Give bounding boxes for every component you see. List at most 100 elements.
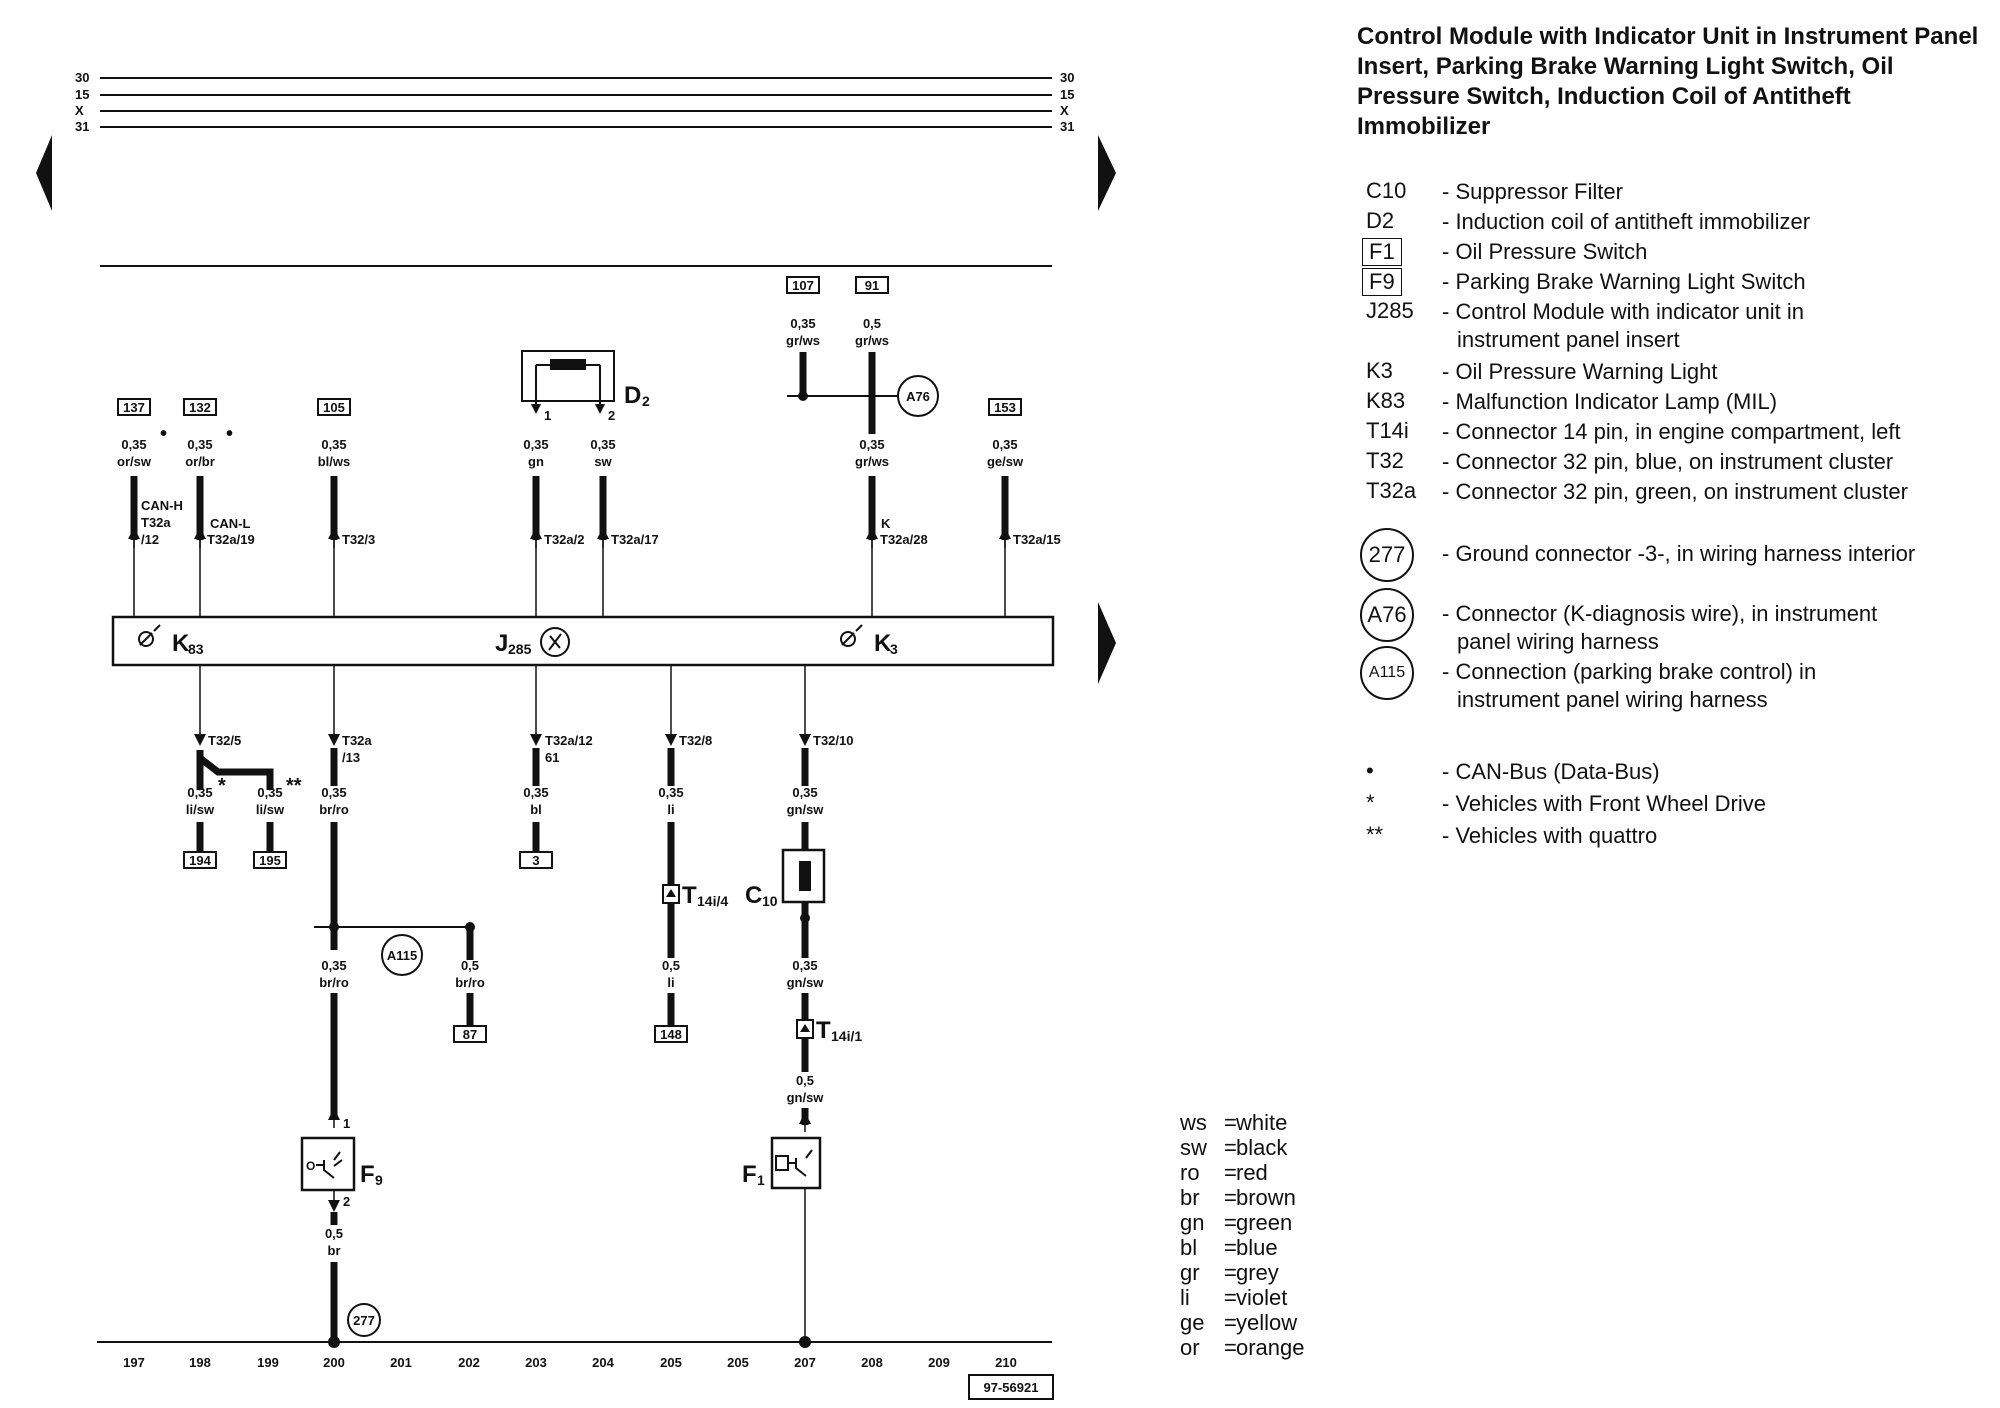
svg-text:0,5: 0,5	[325, 1226, 343, 1241]
svg-text:0,35: 0,35	[992, 437, 1017, 452]
svg-text:197: 197	[123, 1355, 145, 1370]
svg-text:li/sw: li/sw	[186, 802, 215, 817]
t14i4-sub: 14i/4	[697, 893, 728, 909]
t14i4-label: T	[682, 882, 697, 909]
svg-text:3: 3	[532, 853, 539, 868]
svg-text:0,5: 0,5	[863, 316, 881, 331]
c10-label: C	[745, 882, 762, 909]
svg-text:277: 277	[353, 1313, 375, 1328]
f1-label: F	[742, 1161, 757, 1188]
svg-text:or/br: or/br	[185, 454, 215, 469]
svg-text:T32a/12: T32a/12	[545, 733, 593, 748]
f9-label: F	[360, 1161, 375, 1188]
f9-sub: 9	[375, 1172, 383, 1188]
svg-text:T32a/15: T32a/15	[1013, 532, 1061, 547]
svg-text:2: 2	[608, 408, 615, 423]
k3-lamp-icon	[840, 624, 863, 647]
svg-text:210: 210	[995, 1355, 1017, 1370]
svg-text:bl: bl	[530, 802, 542, 817]
wire-t32-10: T32/10 0,35 gn/sw C 10 0,35 gn/sw T 14i/…	[745, 665, 862, 1132]
svg-text:0,35: 0,35	[792, 958, 817, 973]
svg-text:0,5: 0,5	[662, 958, 680, 973]
svg-text:or/sw: or/sw	[117, 454, 152, 469]
svg-text:1: 1	[343, 1116, 350, 1131]
svg-text:li: li	[667, 802, 674, 817]
svg-text:br/ro: br/ro	[319, 802, 349, 817]
wire-t32a-12: T32a/12 61 0,35 bl 3	[519, 665, 593, 869]
svg-text:sw: sw	[594, 454, 612, 469]
next-page-arrow-icon[interactable]	[1098, 135, 1116, 211]
d2-label: D	[624, 382, 641, 409]
svg-text:T32a: T32a	[342, 733, 372, 748]
svg-text:0,35: 0,35	[187, 437, 212, 452]
svg-text:0,5: 0,5	[796, 1073, 814, 1088]
svg-text:200: 200	[323, 1355, 345, 1370]
svg-text:0,35: 0,35	[523, 785, 548, 800]
svg-text:T32a: T32a	[141, 515, 171, 530]
svg-text:gr/ws: gr/ws	[855, 454, 889, 469]
svg-text:gn: gn	[528, 454, 544, 469]
color-code-legend: ws=white sw=black ro=red br=brown gn=gre…	[1180, 1110, 1305, 1360]
svg-text:T32a/28: T32a/28	[880, 532, 928, 547]
color-code-row: gr=grey	[1180, 1260, 1279, 1285]
svg-text:•: •	[226, 423, 233, 445]
column-numbers: 197 198 199 200 201 202 203 204 205 205 …	[123, 1355, 1017, 1370]
svg-text:0,35: 0,35	[321, 437, 346, 452]
svg-text:br/ro: br/ro	[455, 975, 485, 990]
svg-text:•: •	[160, 423, 167, 445]
rail-label-31-right: 31	[1060, 119, 1074, 134]
wire-k-diagnosis: 0,35 gr/ws K T32a/28	[855, 437, 928, 617]
svg-text:li/sw: li/sw	[256, 802, 285, 817]
color-code-row: ws=white	[1180, 1110, 1288, 1135]
control-module-box	[111, 615, 1055, 667]
rail-label-31-left: 31	[75, 119, 89, 134]
continue-arrow-icon[interactable]	[1098, 602, 1116, 684]
svg-text:0,35: 0,35	[658, 785, 683, 800]
svg-text:/13: /13	[342, 750, 360, 765]
prev-page-arrow-icon[interactable]	[36, 135, 52, 211]
j285-label: J	[495, 630, 508, 657]
svg-text:gr/ws: gr/ws	[855, 333, 889, 348]
k83-label: K	[172, 630, 190, 657]
doc-number: 97-56921	[984, 1380, 1039, 1395]
svg-text:T32/10: T32/10	[813, 733, 853, 748]
svg-text:194: 194	[189, 853, 211, 868]
svg-text:T32/8: T32/8	[679, 733, 712, 748]
svg-text:K: K	[881, 516, 891, 531]
svg-text:**: **	[286, 775, 302, 797]
svg-text:137: 137	[123, 400, 145, 415]
svg-text:1: 1	[544, 408, 551, 423]
wire-91: 91 0,5 gr/ws A76	[855, 276, 939, 434]
svg-text:0,35: 0,35	[523, 437, 548, 452]
svg-text:A76: A76	[906, 389, 930, 404]
color-code-row: gn=green	[1180, 1210, 1293, 1235]
svg-text:gr/ws: gr/ws	[786, 333, 820, 348]
svg-text:203: 203	[525, 1355, 547, 1370]
rail-label-30-right: 30	[1060, 70, 1074, 85]
svg-text:0,35: 0,35	[321, 958, 346, 973]
svg-text:105: 105	[323, 400, 345, 415]
svg-text:61: 61	[545, 750, 559, 765]
wire-132: 132 0,35 or/br • CAN-L T32a/19	[160, 398, 255, 617]
svg-text:107: 107	[792, 278, 814, 293]
f1-oil-pressure-switch: F 1	[742, 1136, 822, 1348]
rail-label-x-left: X	[75, 103, 84, 118]
d2-sub: 2	[642, 393, 650, 409]
svg-text:A115: A115	[387, 948, 417, 963]
svg-text:gn/sw: gn/sw	[787, 975, 825, 990]
svg-text:0,35: 0,35	[257, 785, 282, 800]
svg-text:209: 209	[928, 1355, 950, 1370]
k3-label: K	[874, 630, 892, 657]
svg-text:T32a/2: T32a/2	[544, 532, 584, 547]
svg-text:T32/3: T32/3	[342, 532, 375, 547]
svg-text:0,35: 0,35	[590, 437, 615, 452]
svg-text:205: 205	[727, 1355, 749, 1370]
svg-text:199: 199	[257, 1355, 279, 1370]
svg-text:gn/sw: gn/sw	[787, 802, 825, 817]
svg-text:91: 91	[865, 278, 879, 293]
svg-text:br/ro: br/ro	[319, 975, 349, 990]
ground-277-icon	[347, 1303, 381, 1337]
color-code-row: sw=black	[1180, 1135, 1288, 1160]
svg-text:0,35: 0,35	[121, 437, 146, 452]
svg-text:0,35: 0,35	[859, 437, 884, 452]
